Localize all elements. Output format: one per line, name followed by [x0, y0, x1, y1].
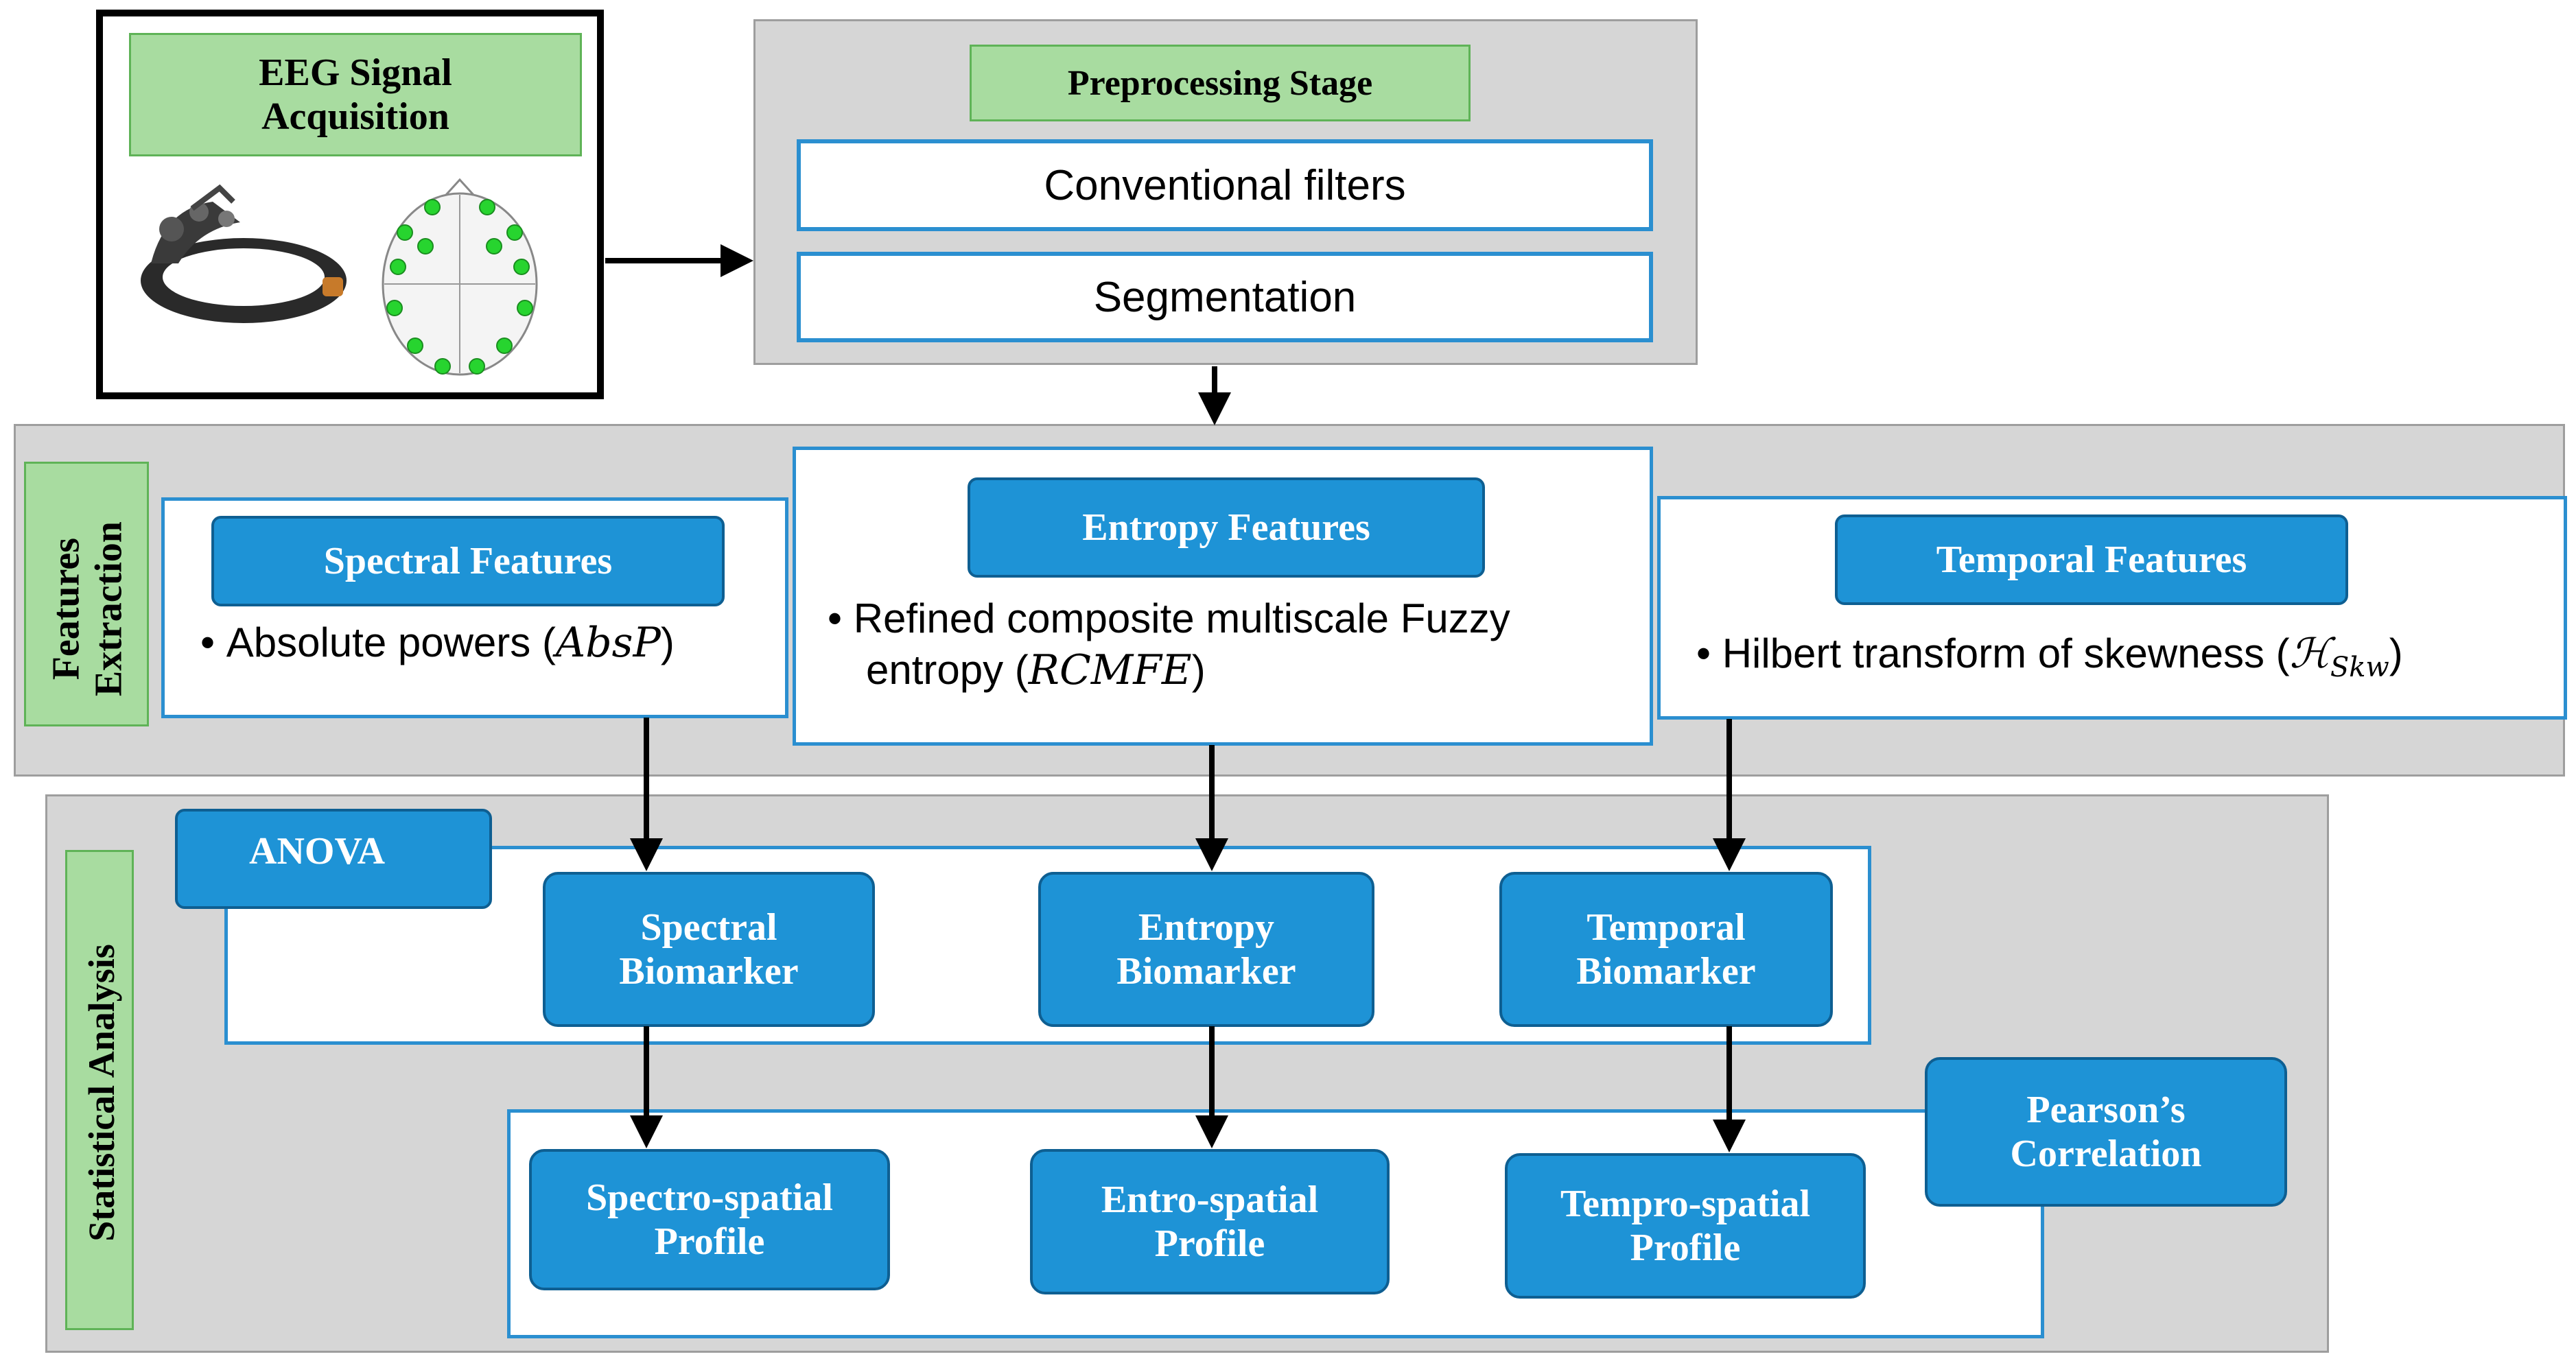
- analysis-section-label: Statistical Analysis: [65, 850, 134, 1330]
- preprocessing-step-label: Segmentation: [1093, 273, 1357, 321]
- spectral-features-box: Spectral Features • Absolute powers (Abs…: [161, 497, 788, 718]
- entropy-features-box: Entropy Features • Refined composite mul…: [793, 447, 1653, 746]
- entropy-features-bullet: • Refined composite multiscale Fuzzy ent…: [828, 595, 1510, 694]
- preprocessing-step-filters: Conventional filters: [797, 139, 1653, 231]
- tempro-spatial-profile: Tempro-spatial Profile: [1505, 1153, 1866, 1299]
- features-panel: Features Extraction Spectral Features • …: [14, 424, 2567, 777]
- anova-label: ANOVA: [175, 809, 492, 909]
- electrode-map-illustration: [377, 174, 542, 380]
- spectral-features-bullet: • Absolute powers (AbsP): [200, 619, 675, 667]
- analysis-panel: Statistical Analysis ANOVA Spectral Biom…: [45, 794, 2329, 1353]
- entropy-features-title: Entropy Features: [968, 477, 1485, 578]
- acquisition-title: EEG Signal Acquisition: [129, 33, 582, 156]
- eeg-headset-illustration: [124, 181, 357, 339]
- temporal-features-box: Temporal Features • Hilbert transform of…: [1657, 496, 2567, 720]
- temporal-biomarker: Temporal Biomarker: [1499, 872, 1833, 1027]
- entro-spatial-profile: Entro-spatial Profile: [1030, 1149, 1390, 1294]
- features-section-label: Features Extraction: [24, 462, 149, 726]
- spectral-biomarker: Spectral Biomarker: [543, 872, 875, 1027]
- acquisition-box: EEG Signal Acquisition: [96, 10, 604, 399]
- entropy-biomarker: Entropy Biomarker: [1038, 872, 1374, 1027]
- temporal-features-bullet: • Hilbert transform of skewness (ℋSkw): [1696, 630, 2403, 683]
- preprocessing-step-segmentation: Segmentation: [797, 252, 1653, 342]
- preprocessing-title: Preprocessing Stage: [970, 45, 1471, 121]
- preprocessing-step-label: Conventional filters: [1044, 161, 1406, 209]
- spectro-spatial-profile: Spectro-spatial Profile: [529, 1149, 890, 1290]
- preprocessing-panel: Preprocessing Stage Conventional filters…: [753, 19, 1698, 365]
- pearson-label: Pearson’s Correlation: [1925, 1057, 2287, 1207]
- temporal-features-title: Temporal Features: [1835, 514, 2348, 605]
- spectral-features-title: Spectral Features: [211, 516, 725, 606]
